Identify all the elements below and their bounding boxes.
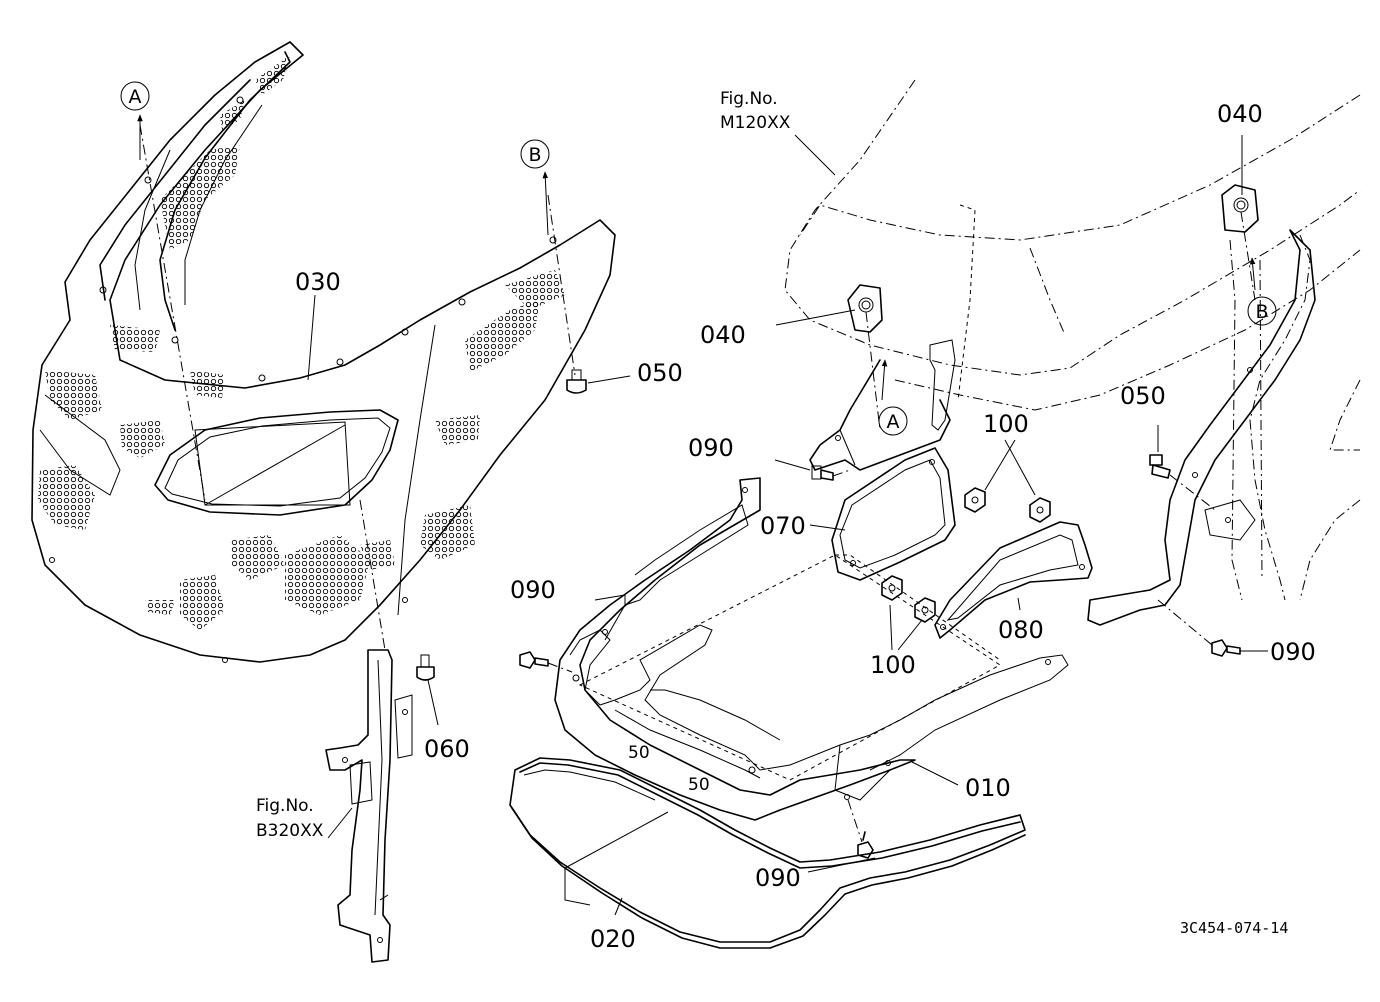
label-090-a: 090	[688, 434, 734, 462]
bumper-frame-010: 50 50	[554, 477, 1069, 821]
hood-m120: A B	[775, 79, 1361, 601]
label-080: 080	[998, 616, 1044, 644]
bolt-060	[416, 654, 439, 726]
fig-b320-line2: B320XX	[256, 821, 324, 841]
mark-50-b: 50	[688, 775, 710, 795]
label-030: 030	[295, 268, 341, 296]
label-050-right: 050	[1120, 382, 1166, 410]
fig-m120-line2: M120XX	[720, 113, 791, 133]
callout-circle-b-right	[1247, 296, 1277, 326]
label-040-right: 040	[1217, 100, 1263, 128]
callout-circle-a-right	[878, 406, 908, 436]
bracket-b320	[325, 499, 413, 963]
label-090-d: 090	[1270, 638, 1316, 666]
bumper-pad-020	[509, 757, 1026, 949]
callout-circle-b-left	[520, 139, 550, 169]
fig-b320-line1: Fig.No.	[256, 796, 314, 816]
bolt-090-a	[774, 459, 851, 481]
callout-b-left: B	[528, 144, 541, 166]
label-100-upper: 100	[983, 410, 1029, 438]
part-labels: 030 050 060 040 040 090 100 050 070 090 …	[295, 100, 1316, 953]
bolt-050-right	[1149, 425, 1216, 511]
callout-a-right: A	[887, 411, 900, 433]
label-070: 070	[760, 512, 806, 540]
label-040-left: 040	[700, 321, 746, 349]
nut-100-upper	[964, 439, 1051, 523]
front-panel-030: A B	[31, 41, 616, 663]
side-stay-right	[1087, 229, 1316, 626]
label-010: 010	[965, 774, 1011, 802]
mark-50-a: 50	[628, 743, 650, 763]
bolt-090-d	[1157, 599, 1268, 657]
document-code: 3C454-074-14	[1180, 919, 1288, 937]
nut-100-lower	[881, 575, 936, 651]
label-060: 060	[424, 735, 470, 763]
label-100-lower: 100	[870, 651, 916, 679]
callout-a-left: A	[129, 86, 142, 108]
lamp-frame-070	[809, 447, 956, 581]
label-090-b: 090	[510, 576, 556, 604]
lamp-frame-080	[934, 521, 1093, 639]
label-090-c: 090	[755, 864, 801, 892]
side-stay-left	[809, 359, 951, 471]
label-050-left: 050	[637, 359, 683, 387]
fig-m120-line1: Fig.No.	[720, 89, 778, 109]
callout-b-right: B	[1255, 301, 1268, 323]
bolt-090-b	[519, 651, 573, 673]
bolt-050-left	[566, 369, 631, 394]
label-020: 020	[590, 925, 636, 953]
callout-circle-a-left	[120, 81, 150, 111]
figure-references: Fig.No. M120XX Fig.No. B320XX	[256, 89, 791, 841]
